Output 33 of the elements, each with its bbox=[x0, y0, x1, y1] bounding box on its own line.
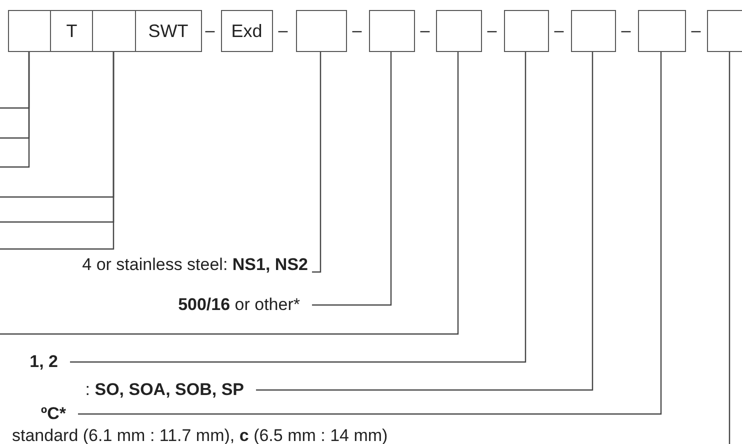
separator-dash: – bbox=[420, 21, 430, 41]
separator-dash: – bbox=[621, 21, 631, 41]
option-text: 1, 2 bbox=[30, 352, 58, 372]
leader-line bbox=[0, 52, 459, 335]
code-field: SWT bbox=[135, 10, 202, 52]
code-field bbox=[92, 10, 136, 52]
separator-dash: – bbox=[205, 21, 215, 41]
leader-line bbox=[78, 52, 662, 415]
option-text: ºC* bbox=[40, 404, 66, 424]
option-text: 500/16 or other* bbox=[178, 295, 300, 315]
leader-line bbox=[312, 52, 392, 306]
code-field bbox=[504, 10, 548, 52]
separator-dash: – bbox=[352, 21, 362, 41]
code-field bbox=[707, 10, 742, 52]
code-field bbox=[8, 10, 52, 52]
separator-dash: – bbox=[554, 21, 564, 41]
separator-dash: – bbox=[691, 21, 701, 41]
code-field bbox=[638, 10, 686, 52]
code-field bbox=[571, 10, 616, 52]
separator-dash: – bbox=[487, 21, 497, 41]
option-text: : SO, SOA, SOB, SP bbox=[85, 380, 244, 400]
code-field bbox=[369, 10, 414, 52]
leader-line bbox=[256, 52, 594, 391]
leader-line bbox=[0, 52, 30, 168]
leader-line bbox=[728, 52, 730, 444]
code-field: Exd bbox=[221, 10, 272, 52]
separator-dash: – bbox=[278, 21, 288, 41]
code-field bbox=[436, 10, 482, 52]
option-text: 4 or stainless steel: NS1, NS2 bbox=[82, 255, 308, 275]
code-field bbox=[296, 10, 346, 52]
leader-line bbox=[70, 52, 526, 363]
leader-line bbox=[312, 52, 322, 273]
code-field: T bbox=[50, 10, 94, 52]
